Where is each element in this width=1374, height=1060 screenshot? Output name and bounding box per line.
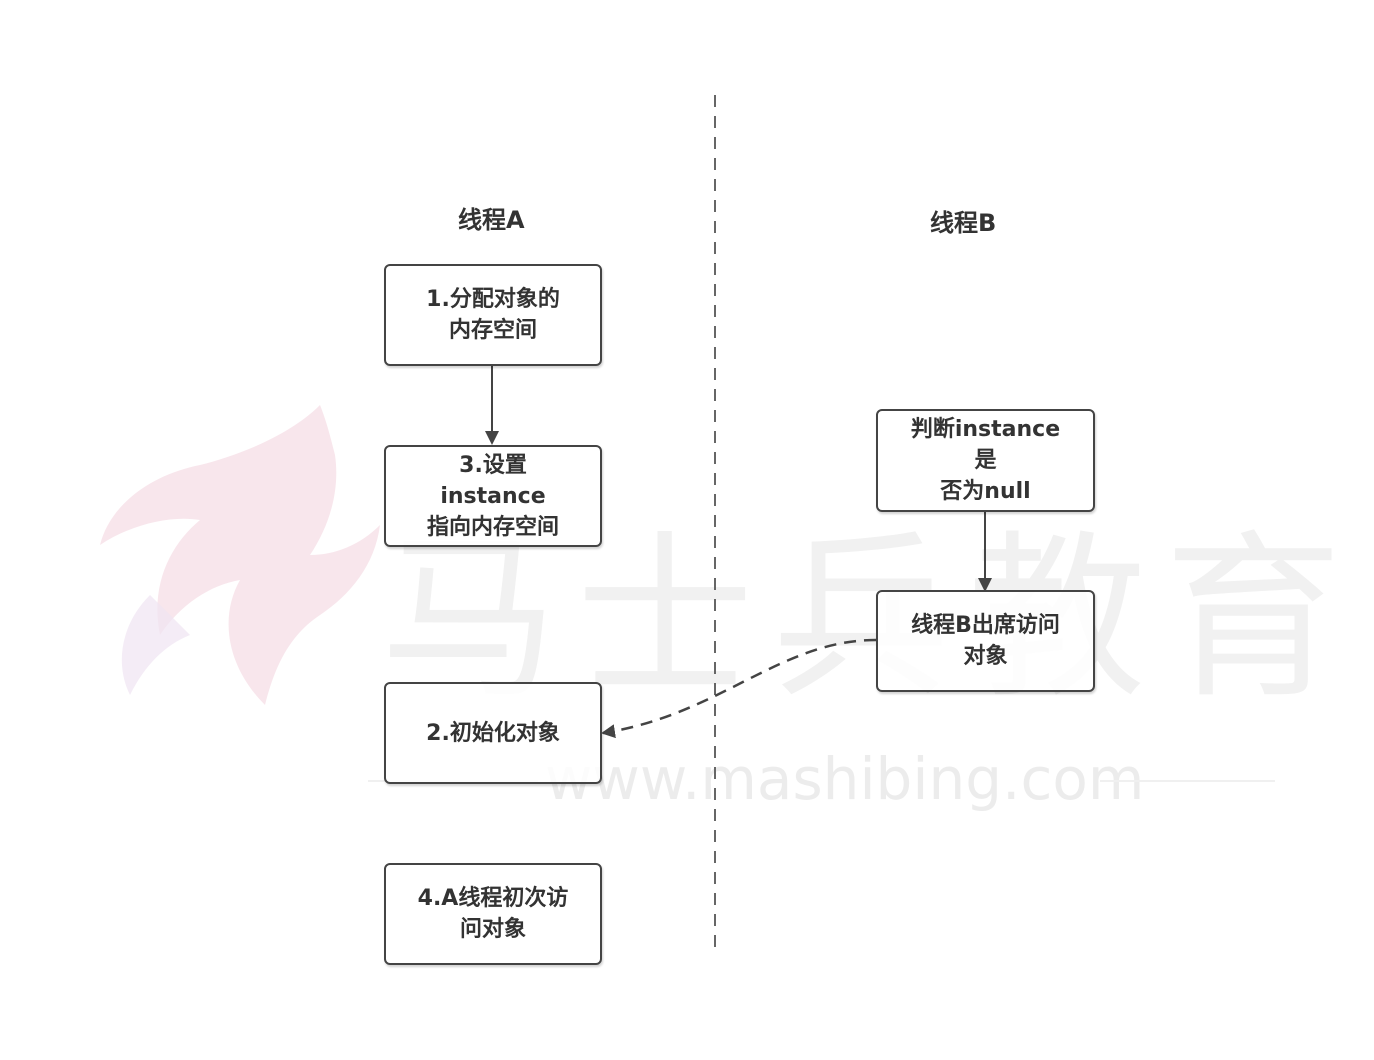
lane-title-thread-b: 线程B: [930, 209, 997, 237]
step-thread-b-access: 线程B出席访问 对象: [876, 590, 1095, 692]
watermark-url-text: www.mashibing.com: [545, 745, 1145, 813]
step-initialize-object: 2.初始化对象: [384, 682, 602, 784]
arrow-access-to-init-dashed: [601, 638, 877, 739]
step-first-access: 4.A线程初次访 问对象: [384, 863, 602, 965]
watermark-logo: [100, 405, 380, 705]
watermark-rule-right: [1100, 780, 1275, 782]
step-allocate-memory: 1.分配对象的 内存空间: [384, 264, 602, 366]
watermark-brand-text: 马士兵教育: [380, 515, 1360, 722]
step-check-null: 判断instance 是 否为null: [876, 409, 1095, 512]
lane-title-thread-a: 线程A: [458, 206, 525, 234]
step-set-instance: 3.设置 instance 指向内存空间: [384, 445, 602, 547]
